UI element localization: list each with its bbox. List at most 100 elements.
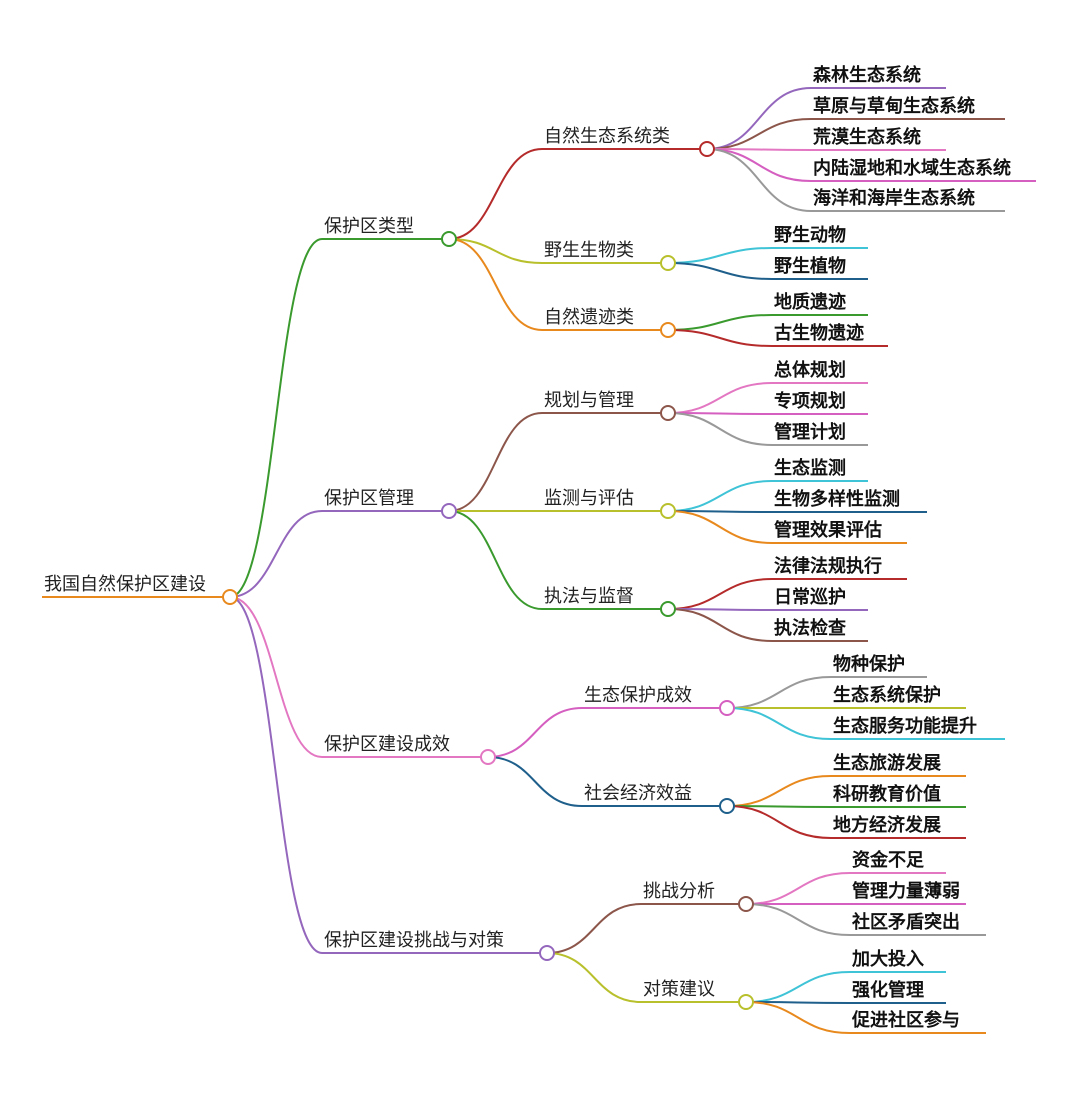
node-connector-dot bbox=[699, 141, 715, 157]
node-label: 执法检查 bbox=[774, 617, 846, 639]
node-label: 物种保护 bbox=[833, 653, 905, 675]
leaf-node[interactable]: 强化管理 bbox=[850, 979, 946, 1004]
edge-sub-to-leaf bbox=[667, 412, 773, 446]
branch-node[interactable]: 保护区建设成效 bbox=[322, 734, 496, 765]
subtopic-node[interactable]: 执法与监督 bbox=[542, 586, 676, 617]
leaf-node[interactable]: 生态监测 bbox=[772, 457, 868, 482]
subtopic-node[interactable]: 生态保护成效 bbox=[582, 685, 735, 716]
node-label: 我国自然保护区建设 bbox=[44, 574, 206, 595]
leaf-node[interactable]: 野生动物 bbox=[772, 224, 868, 249]
leaf-node[interactable]: 地方经济发展 bbox=[831, 814, 966, 839]
nodes-layer: 森林生态系统草原与草甸生态系统荒漠生态系统内陆湿地和水域生态系统海洋和海岸生态系… bbox=[42, 64, 1036, 1034]
node-connector-dot bbox=[719, 700, 735, 716]
edge-branch-to-sub bbox=[448, 148, 543, 240]
edge-sub-to-leaf bbox=[726, 775, 832, 807]
node-connector-dot bbox=[222, 589, 238, 605]
node-connector-dot bbox=[660, 255, 676, 271]
node-label: 促进社区参与 bbox=[851, 1009, 960, 1031]
leaf-node[interactable]: 内陆湿地和水域生态系统 bbox=[811, 157, 1036, 182]
edge-sub-to-leaf bbox=[745, 872, 851, 905]
leaf-node[interactable]: 管理力量薄弱 bbox=[850, 880, 966, 905]
node-label: 保护区管理 bbox=[324, 488, 414, 509]
edge-sub-to-leaf bbox=[745, 1001, 851, 1034]
leaf-node[interactable]: 森林生态系统 bbox=[811, 64, 946, 89]
leaf-node[interactable]: 管理计划 bbox=[772, 421, 868, 446]
edge-root-to-branch bbox=[229, 596, 323, 954]
edge-sub-to-leaf bbox=[667, 480, 773, 512]
root-node[interactable]: 我国自然保护区建设 bbox=[42, 574, 238, 605]
edge-branch-to-sub bbox=[448, 238, 543, 264]
leaf-node[interactable]: 物种保护 bbox=[831, 653, 927, 678]
subtopic-node[interactable]: 监测与评估 bbox=[542, 488, 676, 519]
leaf-node[interactable]: 古生物遗迹 bbox=[772, 322, 888, 347]
node-label: 挑战分析 bbox=[643, 881, 715, 902]
leaf-node[interactable]: 执法检查 bbox=[772, 617, 868, 642]
edge-branch-to-sub bbox=[487, 707, 583, 758]
edge-sub-to-leaf bbox=[745, 971, 851, 1003]
edge-branch-to-sub bbox=[448, 238, 543, 331]
edge-sub-to-leaf bbox=[667, 608, 773, 642]
subtopic-node[interactable]: 野生生物类 bbox=[542, 240, 676, 271]
subtopic-node[interactable]: 自然生态系统类 bbox=[542, 126, 715, 157]
leaf-node[interactable]: 生态旅游发展 bbox=[831, 752, 966, 777]
branch-node[interactable]: 保护区类型 bbox=[322, 216, 457, 247]
node-label: 森林生态系统 bbox=[813, 64, 921, 86]
edge-sub-to-leaf bbox=[667, 578, 773, 610]
leaf-node[interactable]: 资金不足 bbox=[850, 849, 946, 874]
branch-node[interactable]: 保护区建设挑战与对策 bbox=[322, 930, 555, 961]
subtopic-node[interactable]: 规划与管理 bbox=[542, 390, 676, 421]
node-label: 生态保护成效 bbox=[584, 685, 692, 706]
edge-sub-to-leaf bbox=[667, 382, 773, 414]
leaf-node[interactable]: 日常巡护 bbox=[772, 586, 868, 611]
node-label: 日常巡护 bbox=[774, 586, 846, 608]
node-label: 管理效果评估 bbox=[774, 519, 882, 541]
leaf-node[interactable]: 荒漠生态系统 bbox=[811, 126, 946, 151]
node-label: 野生生物类 bbox=[544, 240, 634, 261]
node-label: 对策建议 bbox=[643, 979, 715, 1000]
edge-branch-to-sub bbox=[546, 903, 642, 954]
node-connector-dot bbox=[719, 798, 735, 814]
leaf-node[interactable]: 科研教育价值 bbox=[831, 783, 966, 808]
edge-root-to-branch bbox=[229, 510, 323, 598]
node-label: 总体规划 bbox=[774, 359, 846, 381]
leaf-node[interactable]: 生物多样性监测 bbox=[772, 488, 927, 513]
leaf-node[interactable]: 草原与草甸生态系统 bbox=[811, 95, 1005, 120]
leaf-node[interactable]: 生态服务功能提升 bbox=[831, 715, 1005, 740]
node-label: 保护区建设成效 bbox=[324, 734, 450, 755]
node-label: 古生物遗迹 bbox=[774, 322, 864, 344]
edges-layer bbox=[229, 87, 851, 1034]
leaf-node[interactable]: 专项规划 bbox=[772, 390, 868, 415]
leaf-node[interactable]: 生态系统保护 bbox=[831, 684, 966, 709]
leaf-node[interactable]: 管理效果评估 bbox=[772, 519, 907, 544]
leaf-node[interactable]: 海洋和海岸生态系统 bbox=[811, 187, 1005, 212]
edge-root-to-branch bbox=[229, 596, 323, 758]
node-connector-dot bbox=[660, 322, 676, 338]
leaf-node[interactable]: 法律法规执行 bbox=[772, 555, 907, 580]
node-connector-dot bbox=[660, 405, 676, 421]
edge-sub-to-leaf bbox=[667, 262, 773, 280]
edge-branch-to-sub bbox=[546, 952, 642, 1003]
node-label: 执法与监督 bbox=[544, 586, 634, 607]
subtopic-node[interactable]: 自然遗迹类 bbox=[542, 307, 676, 338]
subtopic-node[interactable]: 挑战分析 bbox=[641, 881, 754, 912]
node-label: 野生植物 bbox=[774, 255, 846, 277]
node-label: 社区矛盾突出 bbox=[852, 911, 960, 933]
node-connector-dot bbox=[441, 503, 457, 519]
edge-sub-to-leaf bbox=[667, 510, 773, 544]
branch-node[interactable]: 保护区管理 bbox=[322, 488, 457, 519]
node-connector-dot bbox=[738, 994, 754, 1010]
leaf-node[interactable]: 促进社区参与 bbox=[850, 1009, 986, 1034]
node-label: 强化管理 bbox=[852, 979, 924, 1001]
subtopic-node[interactable]: 社会经济效益 bbox=[582, 783, 735, 814]
node-label: 野生动物 bbox=[774, 224, 846, 246]
leaf-node[interactable]: 野生植物 bbox=[772, 255, 868, 280]
node-label: 法律法规执行 bbox=[774, 555, 882, 577]
leaf-node[interactable]: 地质遗迹 bbox=[772, 291, 868, 316]
node-label: 生态监测 bbox=[774, 457, 846, 479]
subtopic-node[interactable]: 对策建议 bbox=[641, 979, 754, 1010]
leaf-node[interactable]: 总体规划 bbox=[772, 359, 868, 384]
leaf-node[interactable]: 社区矛盾突出 bbox=[850, 911, 986, 936]
leaf-node[interactable]: 加大投入 bbox=[850, 948, 946, 973]
edge-sub-to-leaf bbox=[745, 903, 851, 936]
